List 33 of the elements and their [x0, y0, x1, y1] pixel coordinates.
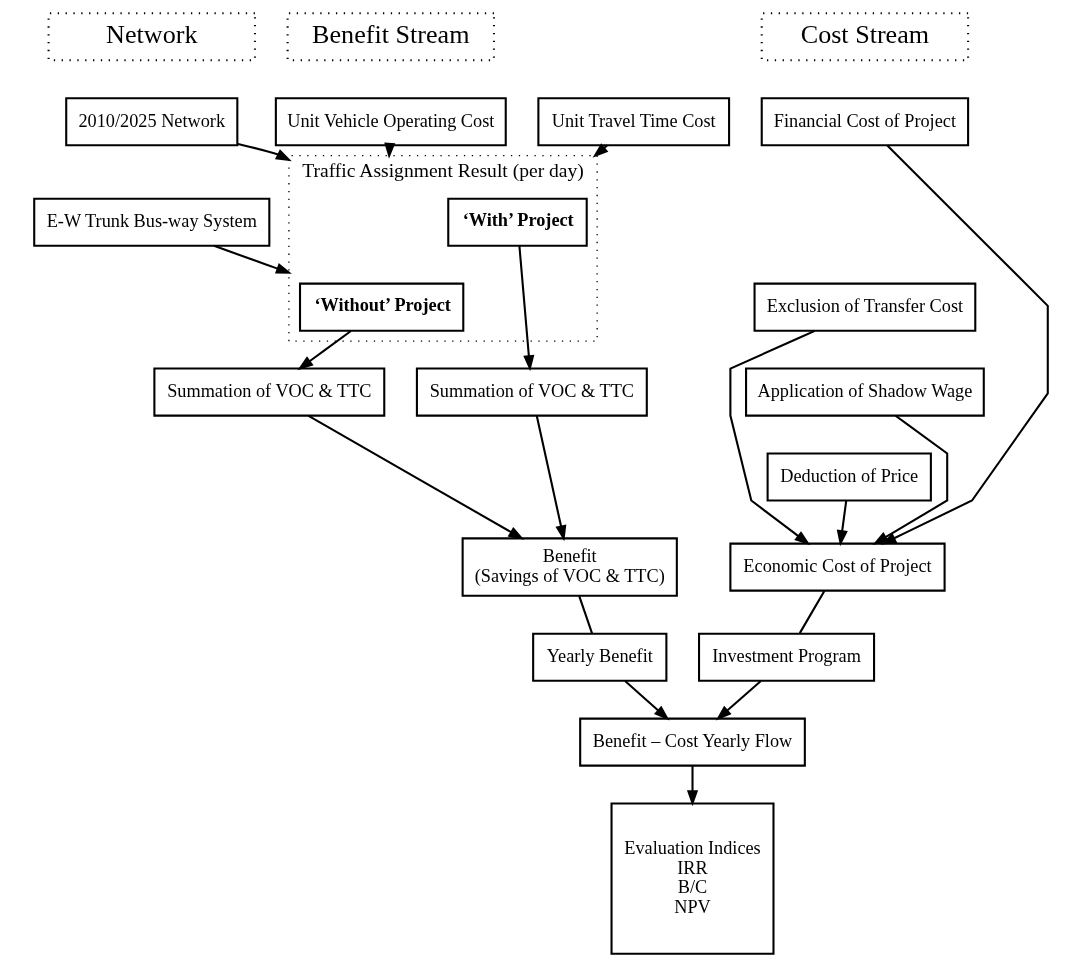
arrow: [729, 329, 816, 546]
arrow: [535, 415, 567, 542]
node-box: Yearly Benefit: [532, 632, 668, 682]
node-box: Benefit (Savings of VOC & TTC): [461, 537, 678, 597]
node-box: Application of Shadow Wage: [745, 367, 985, 417]
arrow: [686, 766, 699, 807]
connector: [798, 590, 826, 634]
arrow: [715, 680, 762, 721]
node-box: Financial Cost of Project: [760, 97, 970, 147]
node-box: ‘Without’ Project: [298, 282, 465, 332]
node-box: Investment Program: [698, 632, 876, 682]
arrow: [237, 142, 292, 162]
node-box: Exclusion of Transfer Cost: [753, 282, 977, 332]
node-box: Deduction of Price: [766, 452, 932, 502]
node-box: Evaluation Indices IRR B/C NPV: [610, 802, 775, 955]
node-box: Economic Cost of Project: [729, 542, 946, 592]
node-box: Cost Stream: [760, 12, 970, 62]
node-box: Summation of VOC & TTC: [415, 367, 648, 417]
node-box: Benefit – Cost Yearly Flow: [579, 717, 806, 767]
arrow: [872, 414, 949, 545]
arrow: [308, 415, 525, 540]
node-box: Network: [47, 12, 256, 62]
arrow: [213, 244, 292, 274]
node-box: Benefit Stream: [286, 12, 496, 62]
node-box: E-W Trunk Bus-way System: [33, 197, 271, 247]
arrow: [836, 500, 848, 547]
arrow: [880, 144, 1049, 545]
arrow: [624, 680, 670, 721]
node-box: 2010/2025 Network: [65, 97, 239, 147]
connector: [578, 595, 594, 634]
node-box: ‘With’ Project: [447, 197, 588, 247]
arrow: [518, 246, 535, 372]
node-box: Summation of VOC & TTC: [153, 367, 386, 417]
